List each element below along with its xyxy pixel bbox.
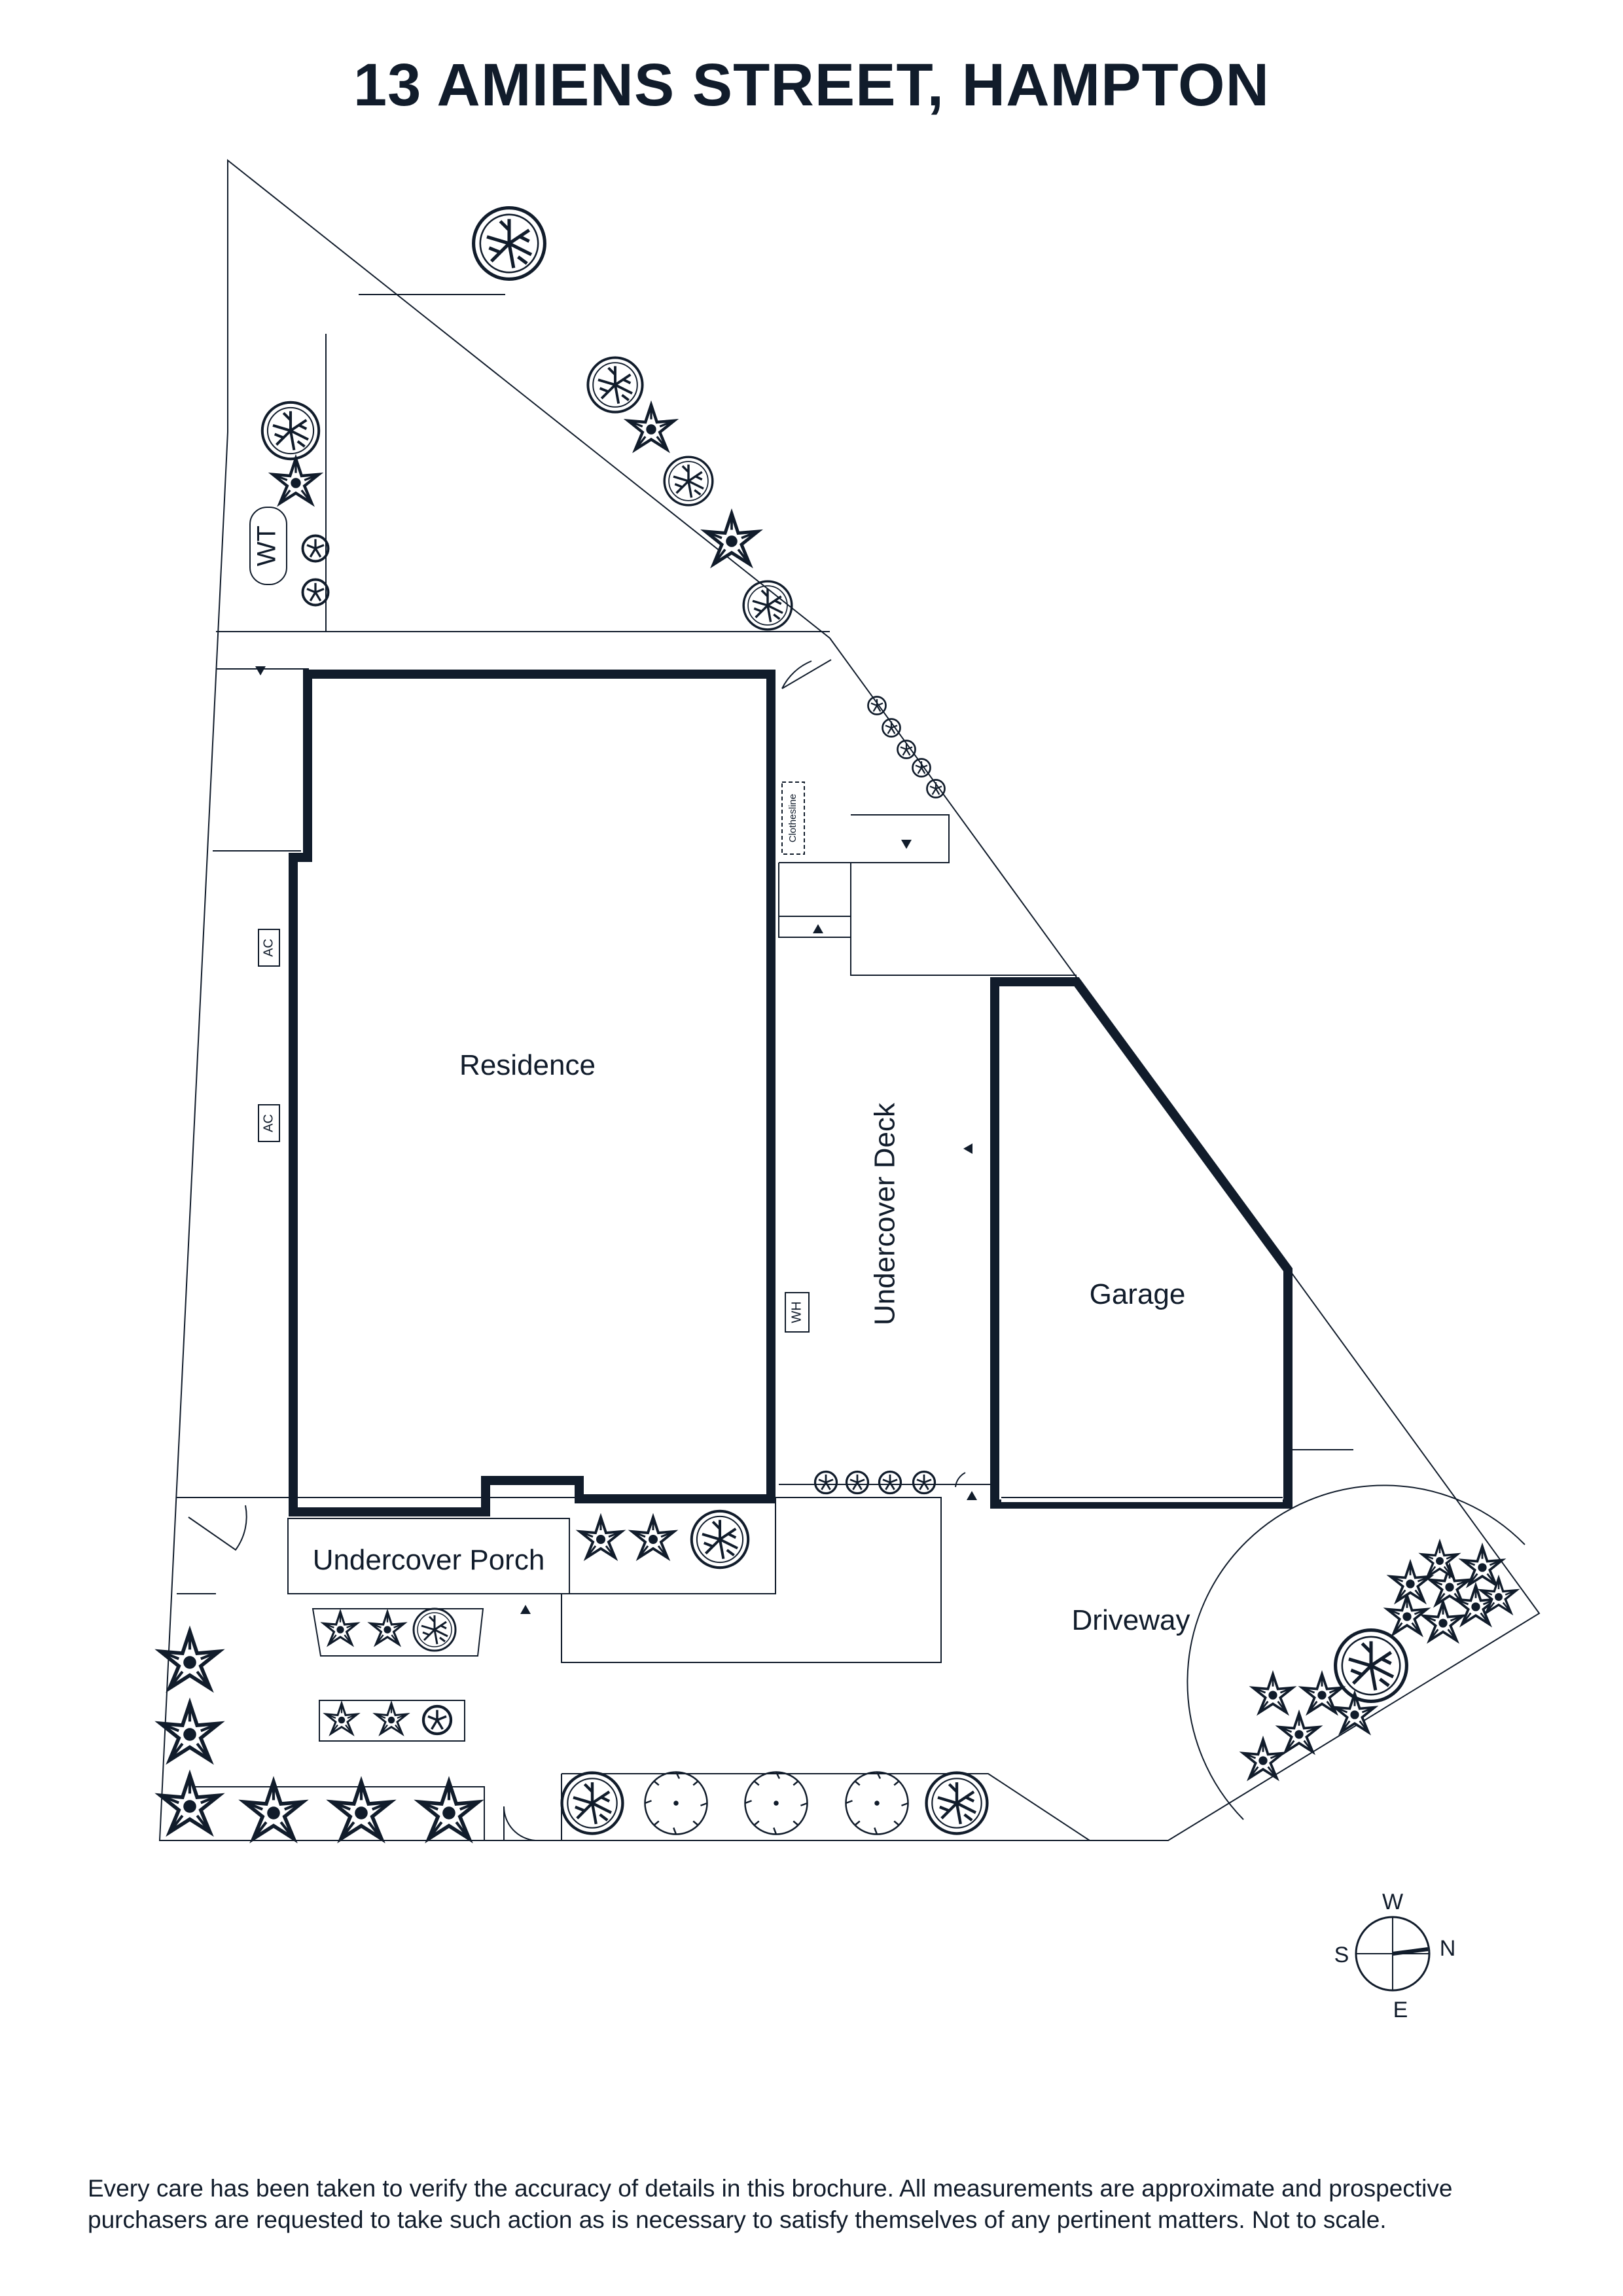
plant-symbol bbox=[845, 1470, 870, 1495]
plant-symbol bbox=[301, 534, 330, 563]
ac-label: AC bbox=[261, 1114, 276, 1132]
ac-label: AC bbox=[261, 939, 276, 957]
plant-symbol bbox=[262, 403, 319, 459]
plant-symbol bbox=[705, 514, 758, 565]
plant-symbol bbox=[160, 1703, 219, 1760]
plant-symbol bbox=[374, 1702, 408, 1735]
compass-west: W bbox=[1382, 1890, 1403, 1914]
plant-symbol bbox=[1277, 1712, 1321, 1753]
disclaimer-line-1: Every care has been taken to verify the … bbox=[88, 2175, 1453, 2202]
plant-symbol bbox=[332, 1782, 391, 1839]
water-heater bbox=[785, 1292, 810, 1333]
wh-label: WH bbox=[789, 1301, 804, 1323]
air-conditioner-unit bbox=[258, 929, 280, 967]
room-label-residence: Residence bbox=[459, 1049, 596, 1081]
plant-symbol bbox=[882, 718, 901, 738]
garage-walls bbox=[990, 977, 1293, 1509]
plant-symbol bbox=[631, 1516, 675, 1559]
plant-symbol bbox=[813, 1470, 838, 1495]
plant-symbol bbox=[1241, 1738, 1285, 1780]
property-boundary bbox=[158, 158, 1541, 1841]
plant-symbol bbox=[744, 1771, 808, 1835]
plant-symbol bbox=[926, 779, 946, 798]
plant-symbol bbox=[644, 1771, 708, 1835]
water-tank bbox=[249, 507, 287, 585]
plant-symbol bbox=[325, 1702, 359, 1735]
compass-south: S bbox=[1334, 1943, 1349, 1967]
plant-symbol bbox=[579, 1516, 623, 1559]
air-conditioner-unit bbox=[258, 1104, 280, 1142]
residence-walls bbox=[289, 670, 776, 1516]
plant-symbol bbox=[1389, 1561, 1432, 1603]
plant-symbol bbox=[474, 208, 545, 279]
plant-symbol bbox=[273, 459, 319, 503]
plant-symbol bbox=[912, 1470, 936, 1495]
plant-symbol bbox=[663, 456, 714, 507]
plant-symbol bbox=[562, 1773, 623, 1834]
plant-symbol bbox=[322, 1611, 359, 1645]
plant-symbol bbox=[1251, 1672, 1294, 1714]
door-swings bbox=[188, 659, 966, 1841]
water-tank-label: WT bbox=[253, 526, 281, 566]
clothesline bbox=[781, 781, 805, 855]
plant-symbol bbox=[867, 696, 887, 715]
plant-symbol bbox=[628, 405, 674, 450]
plant-symbol bbox=[1336, 1630, 1407, 1702]
plant-symbol bbox=[912, 758, 931, 778]
disclaimer: Every care has been taken to verify the … bbox=[88, 2173, 1547, 2236]
compass: W E S N bbox=[1334, 1890, 1456, 2022]
plant-symbol bbox=[301, 578, 330, 607]
entry-arrows bbox=[255, 666, 977, 1614]
plant-symbol bbox=[244, 1782, 303, 1839]
plant-symbol bbox=[423, 1706, 451, 1734]
undercover-porch bbox=[287, 1518, 570, 1594]
plant-symbol bbox=[586, 356, 644, 414]
plant-symbol bbox=[369, 1611, 406, 1645]
clothesline-label: Clothesline bbox=[787, 794, 798, 842]
page-title: 13 AMIENS STREET, HAMPTON bbox=[353, 52, 1270, 118]
compass-north: N bbox=[1440, 1936, 1456, 1961]
plant-symbol bbox=[160, 1775, 219, 1832]
room-label-driveway: Driveway bbox=[1072, 1604, 1190, 1636]
room-label-undercover-porch: Undercover Porch bbox=[313, 1544, 545, 1576]
plant-symbol bbox=[878, 1470, 902, 1495]
disclaimer-line-2: purchasers are requested to take such ac… bbox=[88, 2206, 1387, 2233]
planters bbox=[190, 1608, 485, 1840]
plant-symbol bbox=[845, 1771, 909, 1835]
room-label-garage: Garage bbox=[1090, 1278, 1186, 1310]
plant-symbol bbox=[692, 1511, 748, 1568]
room-label-undercover-deck: Undercover Deck bbox=[869, 1102, 901, 1325]
plant-symbol bbox=[927, 1773, 988, 1834]
plant-symbol bbox=[419, 1782, 478, 1839]
compass-east: E bbox=[1393, 1998, 1408, 2022]
plant-symbol bbox=[897, 740, 916, 759]
plant-symbol bbox=[412, 1607, 457, 1652]
compass-north-needle bbox=[1392, 1947, 1429, 1956]
